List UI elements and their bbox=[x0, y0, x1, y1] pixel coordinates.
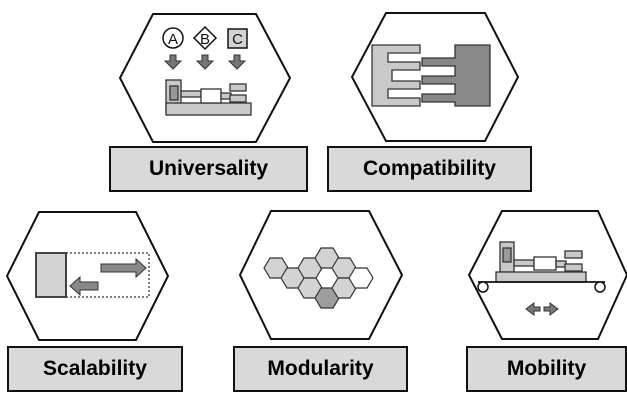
mobile-machine-icon bbox=[477, 241, 606, 293]
universality-group: A B C bbox=[118, 13, 292, 143]
modularity-group bbox=[238, 210, 404, 340]
machine-tool-icon bbox=[165, 79, 252, 116]
marker-c-label: C bbox=[232, 31, 243, 48]
honeycomb-modules-icon bbox=[263, 247, 374, 309]
expand-box-icon bbox=[35, 252, 150, 298]
scalability-label: Scalability bbox=[7, 346, 183, 392]
mobility-group bbox=[467, 210, 627, 340]
marker-a-label: A bbox=[168, 31, 178, 48]
mobility-label: Mobility bbox=[466, 346, 627, 392]
modularity-label: Modularity bbox=[233, 346, 408, 392]
left-right-arrows-icon bbox=[525, 302, 559, 316]
marker-a-icon: A bbox=[162, 27, 184, 49]
marker-c-icon: C bbox=[227, 28, 248, 49]
marker-b-label: B bbox=[200, 31, 210, 48]
marker-b-icon: B bbox=[192, 25, 218, 51]
compatibility-group bbox=[350, 12, 520, 142]
down-arrow-icons bbox=[163, 54, 247, 70]
scalability-group bbox=[5, 211, 170, 341]
scalability-hexagon bbox=[5, 211, 170, 341]
modularity-hexagon bbox=[238, 210, 404, 340]
comb-connector-icon bbox=[371, 44, 491, 107]
compatibility-label: Compatibility bbox=[327, 146, 532, 192]
universality-label: Universality bbox=[109, 146, 308, 192]
